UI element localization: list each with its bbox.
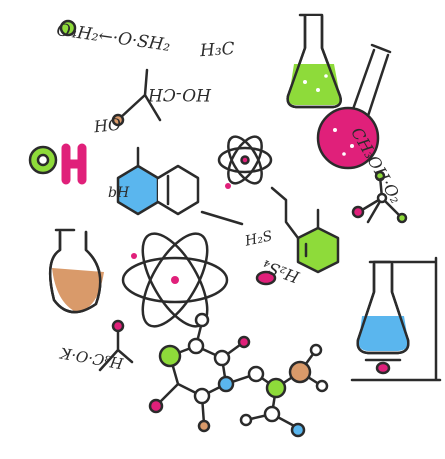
small-atom	[217, 135, 273, 189]
carboxyl-bond	[98, 328, 134, 372]
formula-label-9: bH	[108, 185, 130, 201]
bottom-molecule	[148, 312, 329, 438]
orange-flask	[48, 228, 104, 314]
formula-label-4: HO	[93, 114, 122, 137]
formula-label-2: H₃C	[199, 38, 236, 62]
bond-line	[200, 210, 244, 226]
naphthalene-ring	[116, 146, 200, 216]
magenta-drop	[255, 270, 277, 286]
tripod-molecule	[351, 170, 408, 224]
green-benzene	[270, 186, 340, 274]
large-atom	[121, 232, 229, 328]
lab-stand	[350, 256, 442, 382]
green-flask	[286, 13, 342, 109]
bond-branch	[118, 68, 162, 122]
magenta-flask	[316, 43, 392, 170]
formula-label-3: HO-CH	[148, 84, 211, 104]
gas-bubbles	[28, 19, 87, 185]
